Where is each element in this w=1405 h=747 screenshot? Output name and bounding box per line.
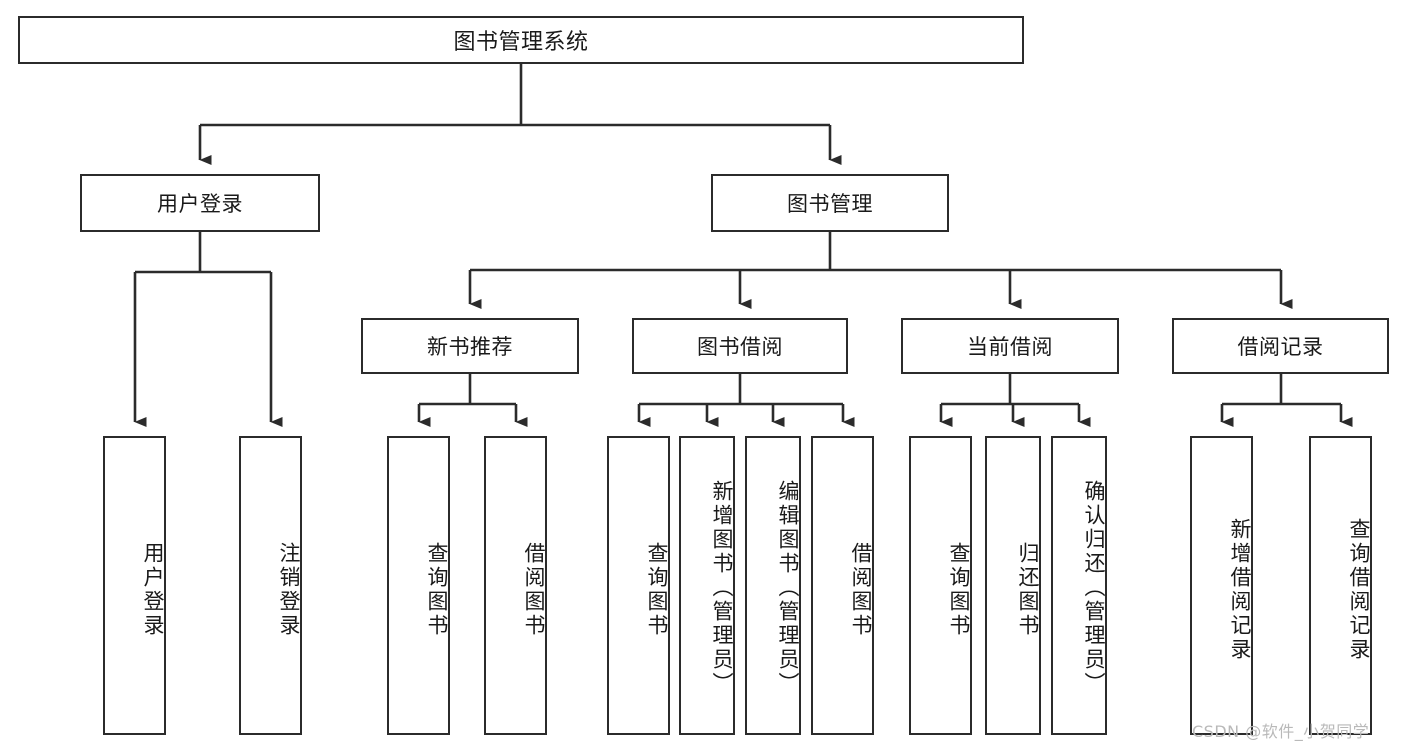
node-root[interactable]: 图书管理系统 (18, 16, 1024, 64)
node-current-borrow[interactable]: 当前借阅 (901, 318, 1119, 374)
node-borrow-record[interactable]: 借阅记录 (1172, 318, 1389, 374)
node-user-login[interactable]: 用户登录 (80, 174, 320, 232)
leaf-query-book-current[interactable]: 查询图书 (909, 436, 972, 735)
leaf-return-book[interactable]: 归还图书 (985, 436, 1041, 735)
leaf-query-book-borrow[interactable]: 查询图书 (607, 436, 670, 735)
leaf-logout[interactable]: 注销登录 (239, 436, 302, 735)
leaf-borrow-book[interactable]: 借阅图书 (811, 436, 874, 735)
leaf-user-login[interactable]: 用户登录 (103, 436, 166, 735)
leaf-query-book-recommend[interactable]: 查询图书 (387, 436, 450, 735)
node-book-borrow[interactable]: 图书借阅 (632, 318, 848, 374)
node-book-manage[interactable]: 图书管理 (711, 174, 949, 232)
node-new-book-recommend[interactable]: 新书推荐 (361, 318, 579, 374)
leaf-edit-book-admin[interactable]: 编辑图书（管理员） (745, 436, 801, 735)
leaf-confirm-return-admin[interactable]: 确认归还（管理员） (1051, 436, 1107, 735)
leaf-query-borrow-record[interactable]: 查询借阅记录 (1309, 436, 1372, 735)
leaf-borrow-book-recommend[interactable]: 借阅图书 (484, 436, 547, 735)
leaf-add-borrow-record[interactable]: 新增借阅记录 (1190, 436, 1253, 735)
leaf-add-book-admin[interactable]: 新增图书（管理员） (679, 436, 735, 735)
csdn-watermark: CSDN @软件_小贺同学 (1192, 722, 1370, 741)
